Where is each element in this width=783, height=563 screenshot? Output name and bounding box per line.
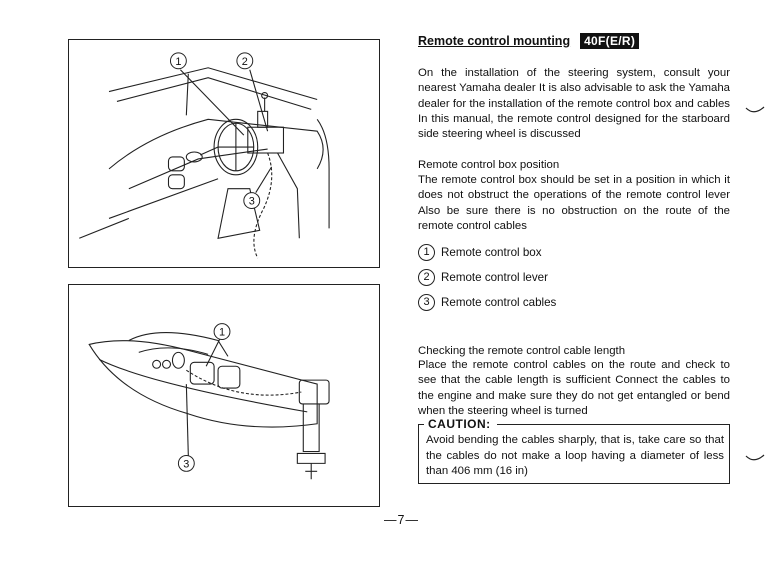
legend-item: 3 Remote control cables (418, 294, 556, 311)
legend-label: Remote control lever (441, 271, 548, 284)
boat-illustration: 1 3 (88, 323, 330, 480)
legend-label: Remote control box (441, 246, 542, 259)
cable-length-text: Place the remote control cables on the r… (418, 359, 730, 417)
caution-text: Avoid bending the cables sharply, that i… (426, 434, 724, 477)
box-position-heading: Remote control box position (418, 159, 560, 171)
cable-length-heading: Checking the remote control cable length (418, 345, 626, 357)
caution-rule-left (418, 423, 424, 425)
callout-1: 1 (175, 56, 181, 68)
legend-item: 2 Remote control lever (418, 269, 548, 286)
caution-header: CAUTION: (418, 417, 730, 431)
margin-mark (745, 454, 765, 461)
model-badge: 40F(E/R) (580, 33, 640, 49)
legend-number: 2 (418, 269, 435, 286)
legend-label: Remote control cables (441, 296, 557, 309)
margin-mark (745, 106, 765, 113)
legend-number: 3 (418, 294, 435, 311)
callout-1: 1 (219, 327, 225, 339)
section-header: Remote control mounting 40F(E/R) (418, 33, 640, 49)
section-title: Remote control mounting (418, 34, 571, 48)
callout-2: 2 (242, 56, 248, 68)
callout-3: 3 (249, 196, 255, 208)
intro-paragraph: On the installation of the steering syst… (418, 67, 730, 141)
page-number: —7— (384, 513, 419, 527)
caution-box (418, 424, 730, 484)
legend-number: 1 (418, 244, 435, 261)
caution-label: CAUTION: (428, 417, 491, 431)
box-position-text: The remote control box should be set in … (418, 174, 730, 232)
figure-boat: 1 3 (68, 284, 380, 507)
dashboard-illustration: 1 2 3 (79, 52, 330, 259)
figure-dashboard: 1 2 3 (68, 39, 380, 268)
legend-item: 1 Remote control box (418, 244, 542, 261)
caution-rule-right (496, 423, 730, 425)
callout-3: 3 (183, 458, 189, 470)
